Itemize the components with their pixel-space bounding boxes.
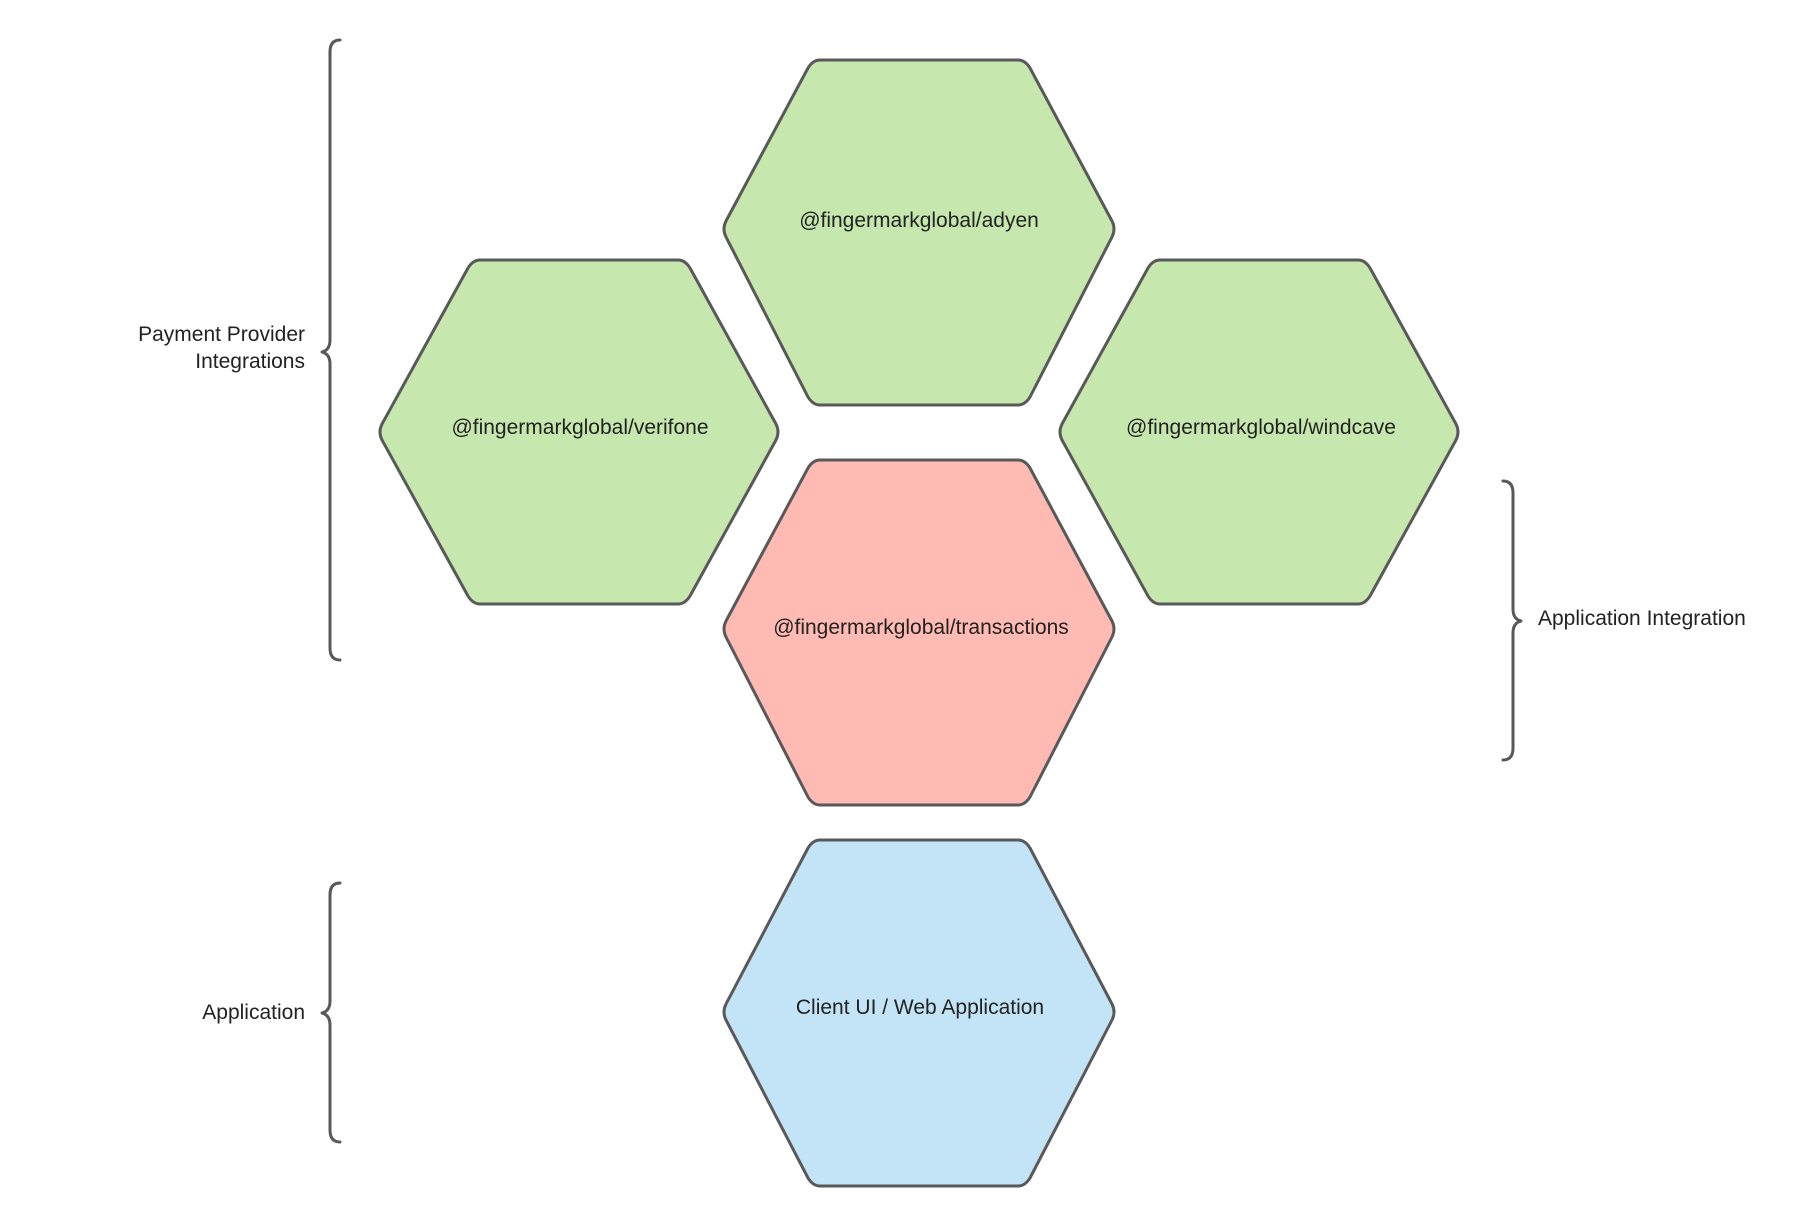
hex-node-client-ui[interactable]: Client UI / Web Application <box>722 838 1116 1188</box>
label-payment-provider-integrations-line2: Integrations <box>195 350 305 373</box>
brace-payment-provider-integrations <box>320 38 342 662</box>
hex-label-windcave: @fingermarkglobal/windcave <box>1126 416 1396 439</box>
hex-node-windcave[interactable]: @fingermarkglobal/windcave <box>1058 258 1460 606</box>
hex-label-client-ui: Client UI / Web Application <box>796 996 1044 1019</box>
label-payment-provider-integrations-line1: Payment Provider <box>138 323 305 346</box>
label-application-integration: Application Integration <box>1538 607 1746 630</box>
hex-shape-verifone <box>378 258 780 606</box>
hex-shape-windcave <box>1058 258 1460 606</box>
hex-node-transactions[interactable]: @fingermarkglobal/transactions <box>722 458 1116 807</box>
hex-node-adyen[interactable]: @fingermarkglobal/adyen <box>722 58 1116 407</box>
hex-shape-adyen <box>722 58 1116 407</box>
brace-application <box>320 881 342 1144</box>
hex-label-adyen: @fingermarkglobal/adyen <box>799 209 1039 232</box>
hex-label-verifone: @fingermarkglobal/verifone <box>451 416 708 439</box>
hex-shape-transactions <box>722 458 1116 807</box>
brace-application-integration <box>1501 479 1523 762</box>
label-application: Application <box>202 1001 305 1024</box>
hex-shape-client-ui <box>722 838 1116 1188</box>
hex-node-verifone[interactable]: @fingermarkglobal/verifone <box>378 258 780 606</box>
hex-label-transactions: @fingermarkglobal/transactions <box>773 616 1069 639</box>
